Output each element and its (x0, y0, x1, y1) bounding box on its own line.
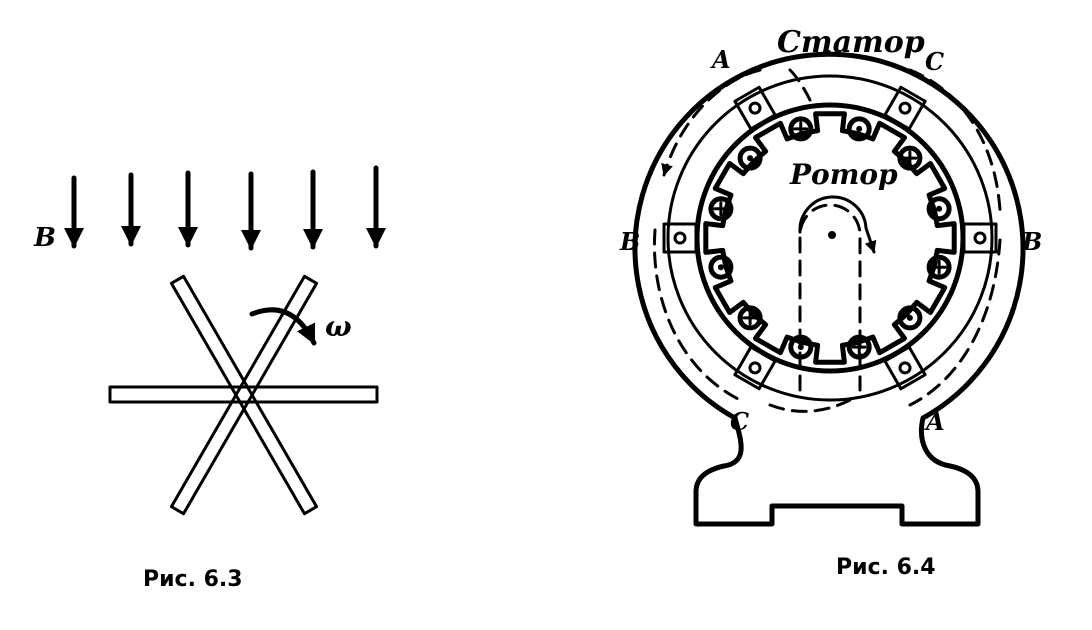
rotor-conductor-dot (797, 344, 804, 351)
rotor-conductor (846, 116, 872, 142)
rotation-arrow (249, 307, 317, 346)
stator-slot-hole (973, 231, 987, 245)
stator-slot-body (733, 345, 777, 391)
stator-slot (883, 345, 927, 391)
figure-6-4: Статор Ротор A C B B C A Рис. 6.4 (619, 25, 1042, 580)
stator-slot (962, 222, 998, 254)
stator-field-loop-right-lower (908, 238, 1002, 407)
rotor-label: Ротор (789, 158, 898, 191)
stator-slot-body (962, 222, 998, 254)
phase-c-top-label: C (925, 47, 944, 76)
rotor-conductor-cross (742, 310, 758, 326)
stator-slot-hole (748, 101, 762, 115)
rotor-conductor (926, 196, 952, 222)
figure-6-4-caption: Рис. 6.4 (836, 555, 936, 580)
phase-a-bottom-label: A (924, 407, 945, 436)
rotor-conductor (708, 254, 734, 280)
conductor-bar-diagonal-2 (169, 274, 319, 516)
rotor-conductor (788, 116, 814, 142)
motor-housing (632, 51, 1026, 527)
phase-b-left-label: B (619, 227, 640, 256)
stator-slot-body (883, 345, 927, 391)
conductor-bars (108, 274, 379, 516)
field-label: B (33, 223, 56, 253)
stator-slot-hole (748, 361, 762, 375)
phase-b-right-label: B (1021, 227, 1042, 256)
figure-6-3: B ω Рис. 6.3 (33, 165, 386, 592)
stator-slot-body (662, 222, 698, 254)
phase-a-top-label: A (710, 45, 731, 74)
field-arrows (64, 165, 386, 251)
stator-slot (662, 222, 698, 254)
stator-slot (883, 85, 927, 131)
shaft-rotation-arrow (798, 195, 877, 254)
stator-outer-ring (666, 74, 994, 402)
shaft-center-dot (828, 231, 836, 239)
rotor-conductor (737, 145, 763, 171)
rotor-conductor-dot (936, 205, 943, 212)
rotor-conductor-cross (931, 259, 947, 275)
figure-6-3-caption: Рис. 6.3 (143, 567, 243, 592)
stator-slot-hole (898, 101, 912, 115)
conductor-bar-horizontal (108, 385, 379, 404)
stator-slot (733, 345, 777, 391)
rotor-conductor (737, 305, 763, 331)
rotor-conductor-dot (747, 155, 754, 162)
rotor-conductor (897, 145, 923, 171)
stator-field-loop-left-lower (652, 228, 742, 402)
phase-c-bottom-label: C (730, 407, 749, 436)
stator-slot-hole (673, 231, 687, 245)
stator-slots (662, 85, 998, 391)
stator-label: Статор (777, 25, 925, 60)
rotor-conductor (897, 305, 923, 331)
stator-field-loop-bottom (768, 398, 852, 413)
conductor-bar-diagonal-1 (169, 274, 319, 516)
stator-slot (733, 85, 777, 131)
omega-label: ω (325, 310, 352, 343)
rotor-conductor-dot (717, 264, 724, 271)
rotor-conductor (926, 254, 952, 280)
stator-slot-body (733, 85, 777, 131)
rotor-conductor-cross (713, 201, 729, 217)
stator-field-loop-left (661, 68, 762, 177)
rotor-conductor-cross (793, 121, 809, 137)
rotor-conductor-dot (906, 314, 913, 321)
stator-slot-body (883, 85, 927, 131)
stator-slot-hole (898, 361, 912, 375)
rotor-conductor (708, 196, 734, 222)
stator-field-loop-right (908, 68, 1002, 212)
rotor-conductor-dot (856, 125, 863, 132)
stator-field-loop-top (788, 68, 812, 102)
rotor-conductor-cross (902, 150, 918, 166)
